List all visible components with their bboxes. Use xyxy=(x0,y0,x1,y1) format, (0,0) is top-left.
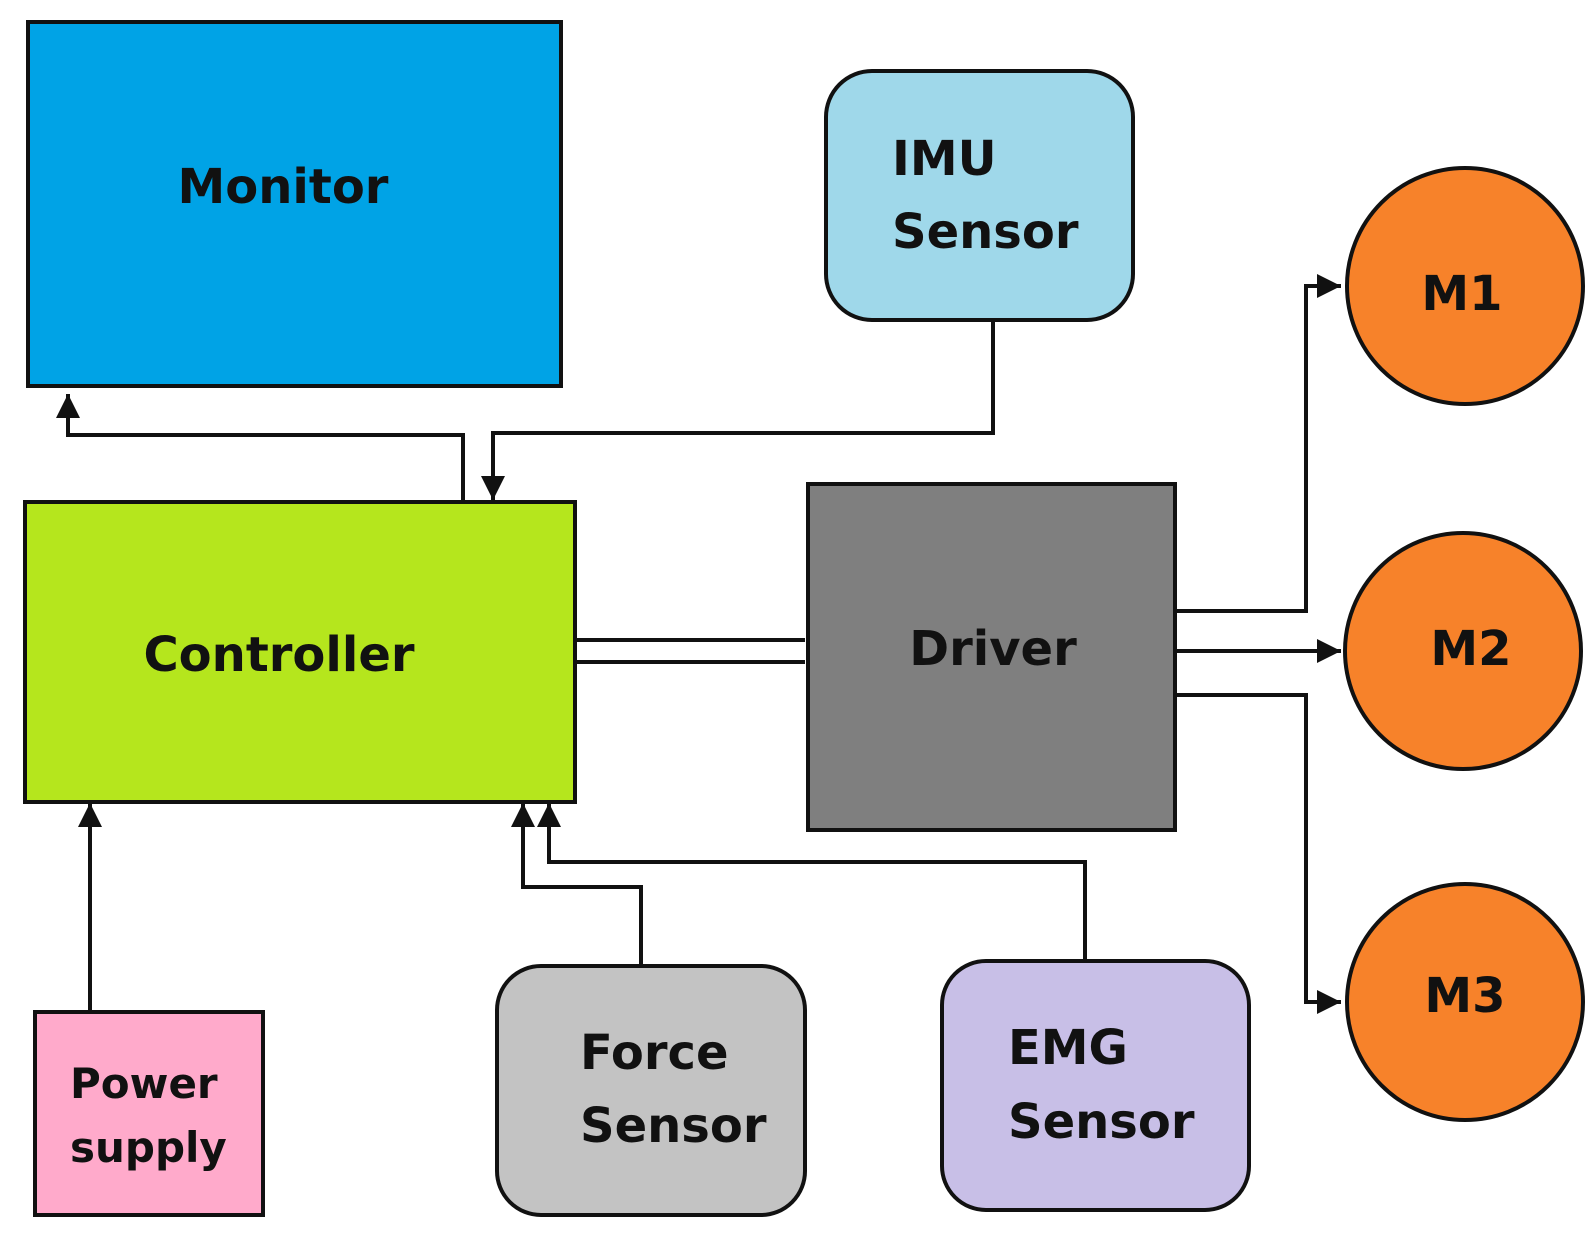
power-supply-label-line2: supply xyxy=(70,1123,227,1172)
motor-m1-label: M1 xyxy=(1421,266,1502,322)
emg-sensor-block: EMG Sensor xyxy=(940,959,1251,1212)
connector-driver-to-m3 xyxy=(1175,693,1341,1014)
connector-controller-to-monitor xyxy=(56,394,465,500)
force-sensor-label-line2: Sensor xyxy=(580,1098,767,1154)
imu-sensor-label-line2: Sensor xyxy=(892,204,1079,260)
emg-sensor-label-line2: Sensor xyxy=(1008,1094,1195,1150)
motor-m1-circle xyxy=(1345,166,1585,406)
controller-label: Controller xyxy=(143,627,414,683)
force-sensor-block: Force Sensor xyxy=(495,964,807,1217)
emg-sensor-label-line1: EMG xyxy=(1008,1020,1128,1076)
imu-sensor-block: IMU Sensor xyxy=(824,69,1135,322)
connector-emg-to-controller xyxy=(537,803,1087,961)
driver-block: Driver xyxy=(806,482,1177,832)
controller-block: Controller xyxy=(23,500,577,804)
monitor-block: Monitor xyxy=(26,20,563,388)
motor-m2-label: M2 xyxy=(1430,621,1511,677)
motor-m2: M2 xyxy=(1343,531,1583,771)
motor-m2-circle xyxy=(1343,531,1583,771)
connector-force-to-controller xyxy=(511,803,643,966)
monitor-box xyxy=(26,20,563,388)
power-supply-label-line1: Power xyxy=(70,1059,218,1108)
motor-m1: M1 xyxy=(1345,166,1585,406)
emg-sensor-box xyxy=(940,959,1251,1212)
force-sensor-box xyxy=(495,964,807,1217)
monitor-label: Monitor xyxy=(178,159,389,215)
imu-sensor-label-line1: IMU xyxy=(892,131,997,187)
connector-driver-to-m1 xyxy=(1175,274,1341,613)
imu-sensor-box xyxy=(824,69,1135,322)
motor-m3: M3 xyxy=(1345,882,1585,1122)
controller-box xyxy=(23,500,577,804)
connector-imu-to-controller xyxy=(481,320,995,500)
power-supply-box xyxy=(33,1010,265,1217)
power-supply-block: Power supply xyxy=(33,1010,265,1217)
force-sensor-label-line1: Force xyxy=(580,1025,729,1081)
driver-label: Driver xyxy=(909,621,1077,677)
driver-box xyxy=(806,482,1177,832)
motor-m3-label: M3 xyxy=(1424,968,1505,1024)
motor-m3-circle xyxy=(1345,882,1585,1122)
